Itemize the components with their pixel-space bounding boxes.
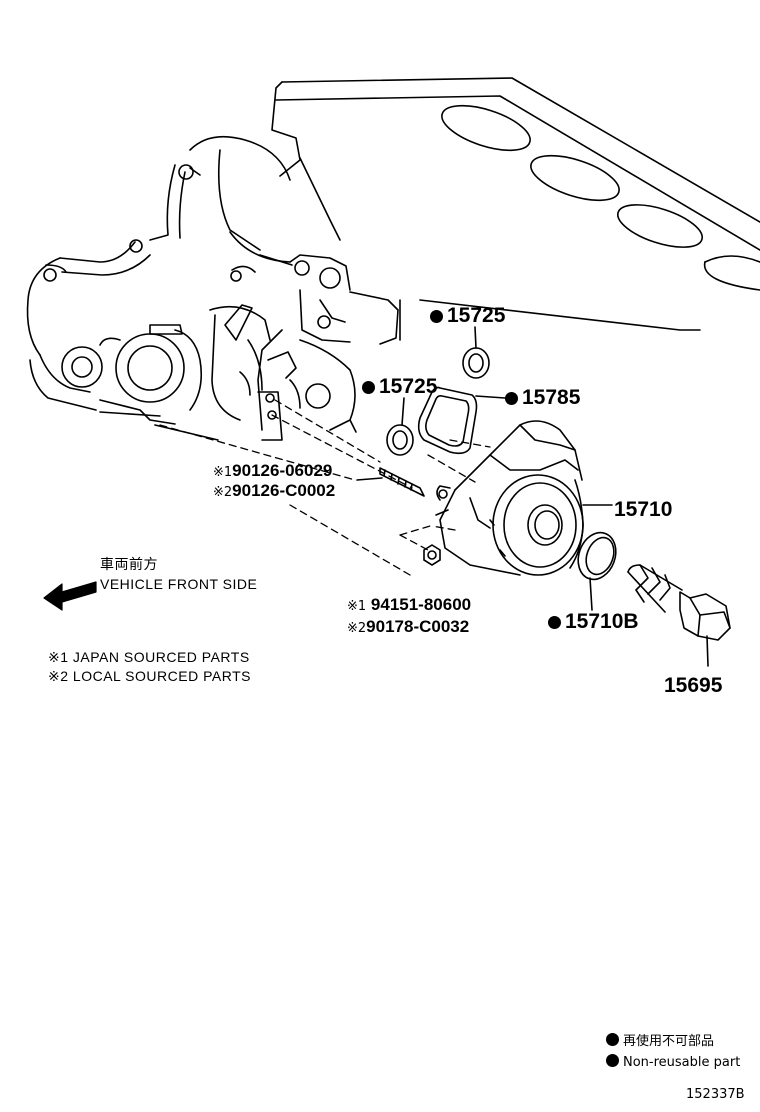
- note-local-sourced: ※2 LOCAL SOURCED PARTS: [48, 668, 251, 684]
- callout-15725-top: 15725: [430, 305, 505, 326]
- dashed-leaders: [159, 399, 491, 576]
- gasket-15785: [417, 386, 506, 455]
- non-reusable-dot-icon: [548, 616, 561, 629]
- nut-part-number-1: ※1 94151-80600: [347, 595, 472, 614]
- engine-body: [26, 135, 399, 441]
- oil-pump-housing-15710: [435, 420, 613, 576]
- note-japan-sourced: ※1 JAPAN SOURCED PARTS: [48, 649, 250, 665]
- seal-15725-mid: [386, 397, 414, 456]
- callout-15710b: 15710B: [548, 611, 639, 632]
- non-reusable-dot-icon: [505, 392, 518, 405]
- legend-dot-icon: [606, 1033, 619, 1046]
- non-reusable-dot-icon: [430, 310, 443, 323]
- direction-label-jp: 車両前方: [100, 556, 158, 572]
- callout-15725-mid: 15725: [362, 376, 437, 397]
- oring-15710b: [577, 531, 617, 611]
- legend-dot-icon: [606, 1054, 619, 1067]
- bolt-15695: [627, 564, 731, 667]
- callout-15710: 15710: [614, 498, 673, 521]
- engine-block: [271, 77, 760, 341]
- stud-bolt: [356, 467, 425, 497]
- nut-part-number-2: ※290178-C0032: [347, 617, 470, 636]
- vehicle-front-arrow-icon: [43, 581, 97, 611]
- stud-part-number-1: ※190126-06029: [213, 461, 333, 480]
- nut-part: [423, 544, 441, 566]
- stud-part-number-2: ※290126-C0002: [213, 481, 336, 500]
- callout-15785: 15785: [505, 387, 580, 408]
- callout-15695: 15695: [664, 674, 723, 697]
- figure-id: 152337B: [686, 1087, 745, 1102]
- non-reusable-dot-icon: [362, 381, 375, 394]
- seal-15725-top: [462, 326, 490, 379]
- legend-en: Non-reusable part: [606, 1054, 740, 1069]
- direction-label-en: VEHICLE FRONT SIDE: [100, 576, 258, 592]
- legend-jp: 再使用不可部品: [606, 1033, 714, 1048]
